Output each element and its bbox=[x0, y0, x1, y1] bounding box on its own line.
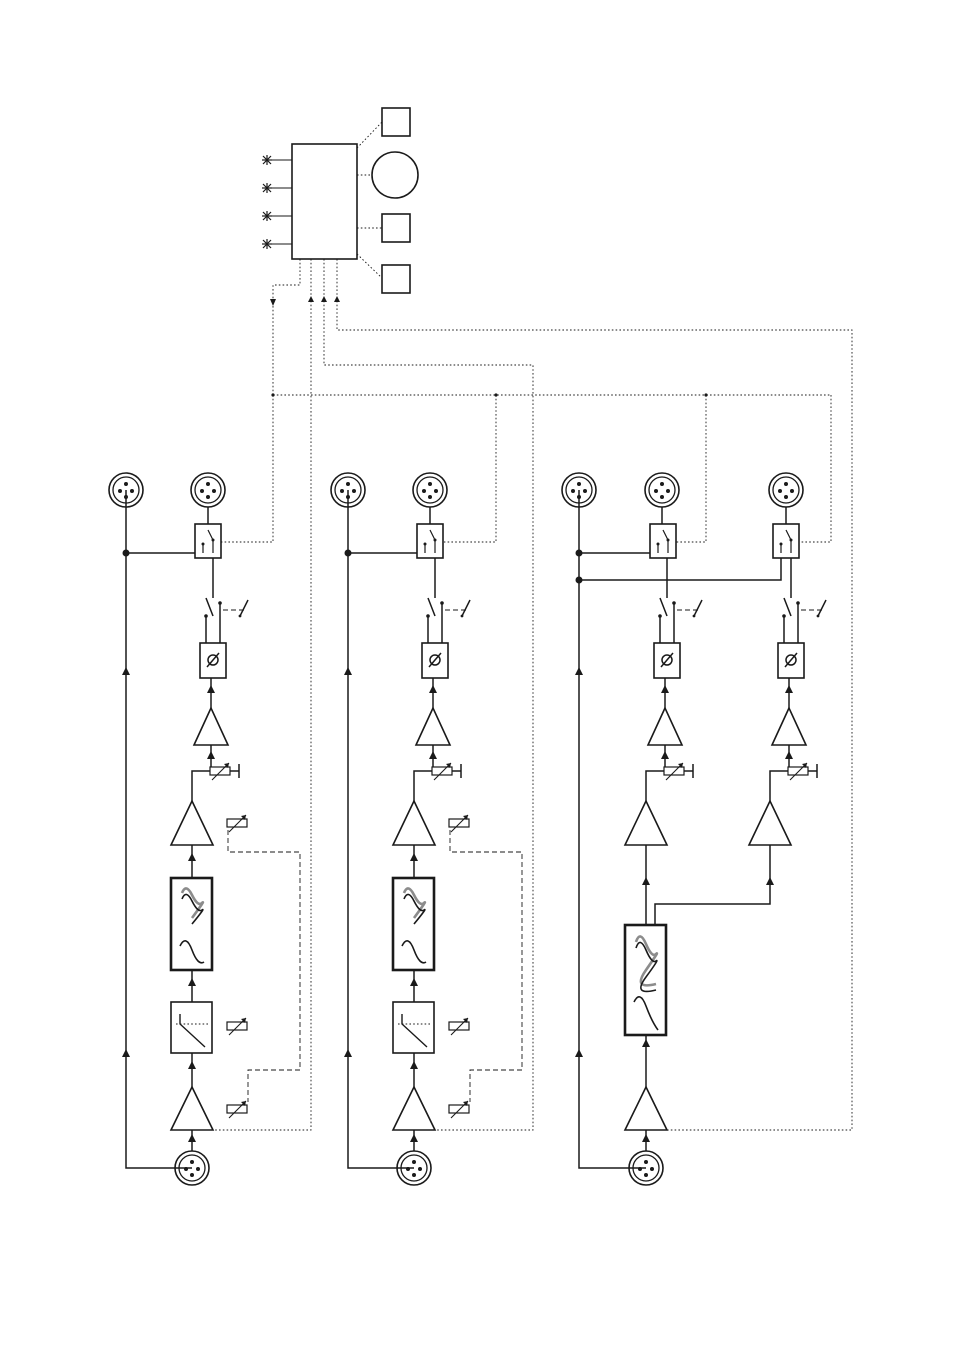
led-icon bbox=[262, 183, 272, 193]
led-icon bbox=[262, 211, 272, 221]
led-icon bbox=[262, 239, 272, 249]
led-icon bbox=[262, 155, 272, 165]
indicator-square-icon bbox=[382, 265, 410, 293]
amplifier-icon bbox=[625, 801, 667, 845]
channel-1 bbox=[109, 473, 300, 1185]
amplifier-icon bbox=[393, 801, 435, 845]
output-amplifier-icon bbox=[416, 708, 450, 745]
high-pass-filter-block bbox=[393, 1002, 434, 1053]
xlr-output-icon bbox=[645, 473, 679, 507]
xlr-output-icon bbox=[191, 473, 225, 507]
xlr-output-icon bbox=[769, 473, 803, 507]
output-amplifier-icon bbox=[194, 708, 228, 745]
channel-2 bbox=[331, 473, 522, 1185]
channel-3 bbox=[562, 473, 826, 1185]
indicator-square-icon bbox=[382, 108, 410, 136]
control-unit bbox=[292, 144, 357, 259]
amplifier-icon bbox=[171, 801, 213, 845]
input-amplifier-icon bbox=[625, 1087, 667, 1130]
indicator-square-icon bbox=[382, 214, 410, 242]
output-relay-block bbox=[650, 524, 676, 558]
xlr-output-icon bbox=[413, 473, 447, 507]
indicator-circle-icon bbox=[372, 152, 418, 198]
output-amplifier-icon bbox=[648, 708, 682, 745]
control-lines bbox=[208, 259, 852, 1130]
high-pass-filter-block bbox=[171, 1002, 212, 1053]
output-relay-block bbox=[417, 524, 443, 558]
output-relay-block bbox=[773, 524, 799, 558]
input-amplifier-icon bbox=[171, 1087, 213, 1130]
input-amplifier-icon bbox=[393, 1087, 435, 1130]
amplifier-icon bbox=[749, 801, 791, 845]
indicators bbox=[357, 108, 418, 293]
output-amplifier-icon bbox=[772, 708, 806, 745]
output-relay-block bbox=[195, 524, 221, 558]
controller-block bbox=[262, 108, 418, 293]
led-inputs bbox=[262, 155, 292, 249]
